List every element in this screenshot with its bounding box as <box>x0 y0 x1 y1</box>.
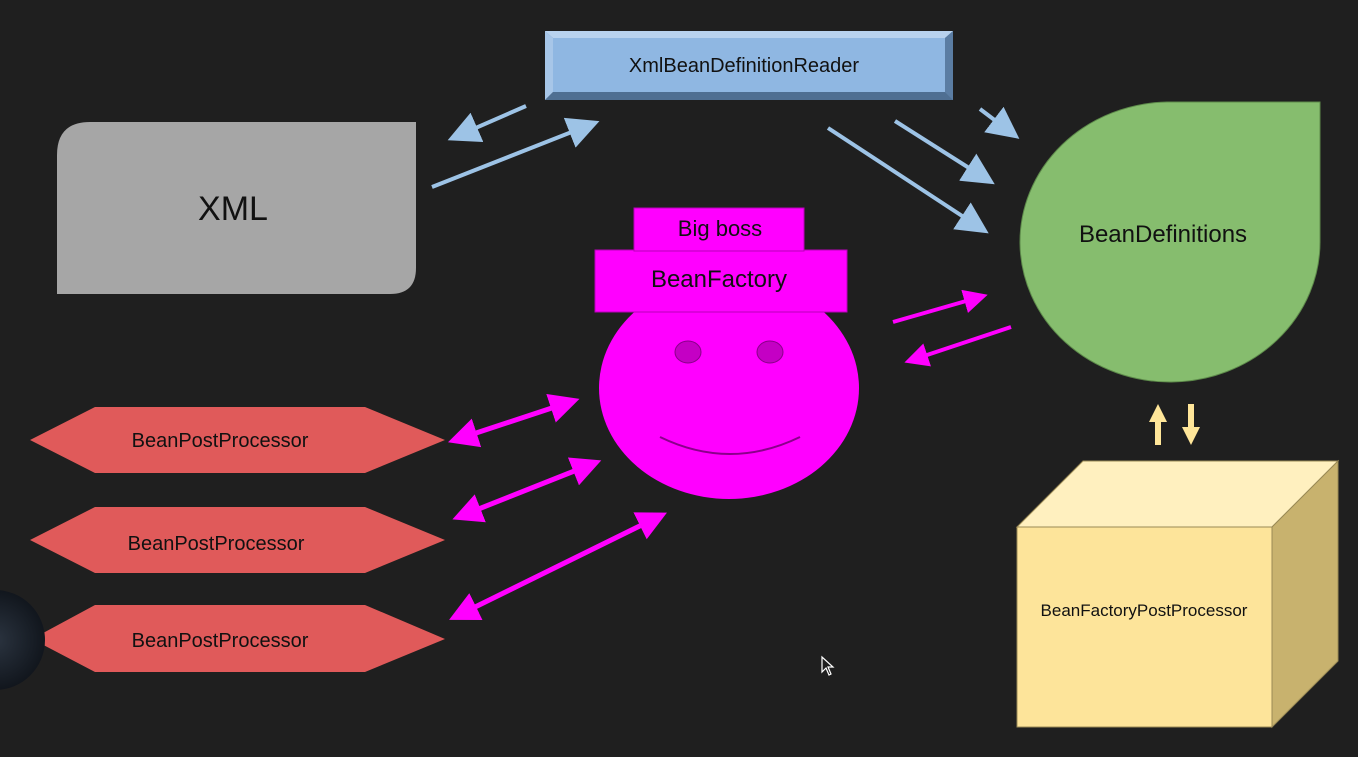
post-processor-3: BeanPostProcessor <box>32 605 445 672</box>
xml-label: XML <box>198 190 268 228</box>
arrow-reader-to-definitions-3 <box>826 126 989 234</box>
arrow-post-processor-1 <box>448 394 580 448</box>
hat-top <box>633 207 805 252</box>
right-eye <box>756 340 784 364</box>
post-processor-1: BeanPostProcessor <box>30 407 445 473</box>
arrow-post-processor-2 <box>452 457 602 523</box>
bean-definitions-label: BeanDefinitions <box>1079 221 1247 248</box>
mouse-pointer-icon <box>821 655 835 676</box>
arrow-down <box>1182 404 1200 445</box>
arrow-definitions-to-factory <box>904 325 1012 367</box>
bean-factory-character: Big boss BeanFactory <box>594 207 859 499</box>
magenta-arrows-post-processors <box>448 394 667 621</box>
smile <box>659 436 801 455</box>
hat-top-label: Big boss <box>678 216 762 241</box>
blue-arrows <box>431 104 1020 234</box>
arrow-reader-to-definitions-2 <box>893 119 995 185</box>
arrow-up <box>1149 404 1167 445</box>
post-processor-2: BeanPostProcessor <box>30 507 445 573</box>
bean-definitions-shape: BeanDefinitions <box>1019 101 1321 383</box>
xml-box: XML <box>57 122 416 294</box>
arrow-reader-to-definitions-1 <box>978 106 1020 139</box>
yellow-arrows <box>1149 404 1200 445</box>
post-processor-3-label: BeanPostProcessor <box>132 630 309 652</box>
post-processor-1-label: BeanPostProcessor <box>132 430 309 452</box>
factory-post-processor-label: BeanFactoryPostProcessor <box>1041 601 1248 620</box>
arrow-post-processor-3 <box>449 512 667 621</box>
reader-label: XmlBeanDefinitionReader <box>629 55 859 77</box>
hat-band-label: BeanFactory <box>651 266 787 293</box>
arrow-factory-to-definitions <box>892 289 988 324</box>
post-processor-2-label: BeanPostProcessor <box>128 533 305 555</box>
decorative-knob <box>0 590 45 690</box>
arrow-xml-to-reader <box>431 117 600 189</box>
xml-bean-definition-reader-box: XmlBeanDefinitionReader <box>545 31 953 100</box>
left-eye <box>674 340 702 364</box>
magenta-arrows-definitions <box>892 289 1012 367</box>
bean-factory-post-processor-cube: BeanFactoryPostProcessor <box>1015 459 1340 729</box>
arrow-reader-to-xml <box>447 104 527 143</box>
